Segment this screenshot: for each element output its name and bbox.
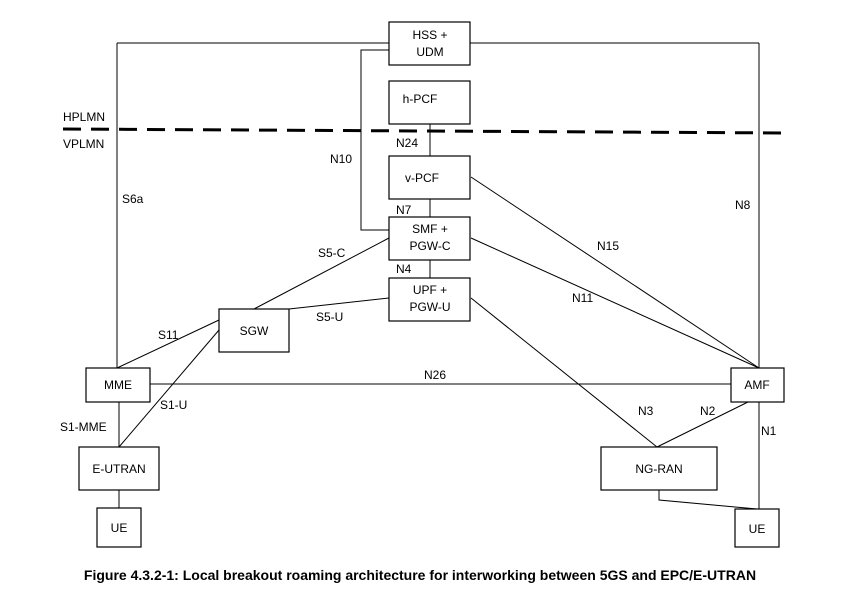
interface-labels: S6a N10 N24 N7 N4 N8 N15 N11 S5-C S5-U S… (60, 136, 777, 438)
node-upf-pgwu-line2: PGW-U (409, 300, 450, 314)
link-n2 (656, 401, 749, 448)
label-s11: S11 (158, 328, 179, 342)
label-n26: N26 (424, 368, 446, 382)
label-n4: N4 (396, 262, 412, 276)
link-n15 (470, 176, 760, 369)
connections (62, 42, 789, 510)
link-n3 (470, 297, 658, 448)
node-ue-right-label: UE (749, 522, 766, 536)
plmn-boundary (62, 127, 789, 135)
link-s5u (288, 297, 390, 310)
label-n11: N11 (572, 291, 593, 305)
node-v-pcf (388, 155, 471, 200)
link-n11 (470, 237, 760, 369)
region-vplmn: VPLMN (63, 137, 104, 151)
node-hss-udm-line2: UDM (416, 45, 443, 59)
link-ngran-ue (658, 490, 758, 510)
node-smf-pgwc-line1: SMF + (412, 222, 448, 236)
node-e-utran-label: E-UTRAN (92, 462, 145, 476)
node-smf-pgwc-line2: PGW-C (409, 239, 450, 253)
label-n3: N3 (638, 404, 654, 418)
node-mme-label: MME (104, 378, 132, 392)
label-n15: N15 (597, 239, 619, 253)
label-s5c: S5-C (318, 246, 346, 260)
label-s5u: S5-U (316, 310, 343, 324)
node-h-pcf (388, 80, 471, 125)
label-n10: N10 (330, 152, 352, 166)
link-s1u (118, 329, 220, 448)
label-s1u: S1-U (160, 398, 187, 412)
node-h-pcf-label: h-PCF (403, 92, 438, 106)
node-upf-pgwu-line1: UPF + (413, 283, 447, 297)
nodes: HSS + UDM h-PCF v-PCF SMF + PGW-C UPF + … (78, 21, 785, 548)
figure-caption: Figure 4.3.2-1: Local breakout roaming a… (84, 567, 756, 583)
node-upf-pgwu (388, 277, 471, 322)
node-hss-udm-line1: HSS + (412, 28, 447, 42)
node-e-utran (78, 446, 160, 491)
node-amf-label: AMF (744, 378, 769, 392)
link-s11 (116, 319, 220, 369)
node-ng-ran (600, 446, 718, 491)
link-n10 (360, 49, 389, 231)
label-n7: N7 (396, 203, 412, 217)
node-amf (730, 367, 785, 403)
label-s1mme: S1-MME (60, 420, 107, 434)
label-n8: N8 (735, 198, 751, 212)
node-ue-left (96, 507, 142, 548)
region-hplmn: HPLMN (63, 110, 105, 124)
node-v-pcf-label: v-PCF (405, 171, 439, 185)
label-s6a: S6a (122, 192, 144, 206)
label-n2: N2 (700, 404, 716, 418)
node-mme (85, 367, 151, 403)
label-n24: N24 (396, 136, 418, 150)
node-smf-pgwc (388, 216, 471, 261)
node-ue-left-label: UE (111, 521, 128, 535)
node-ng-ran-label: NG-RAN (635, 462, 682, 476)
label-n1: N1 (761, 424, 777, 438)
node-sgw (218, 308, 290, 353)
node-ue-right (734, 508, 780, 548)
node-sgw-label: SGW (240, 324, 269, 338)
node-hss-udm (388, 21, 471, 66)
link-s5c (253, 237, 390, 310)
